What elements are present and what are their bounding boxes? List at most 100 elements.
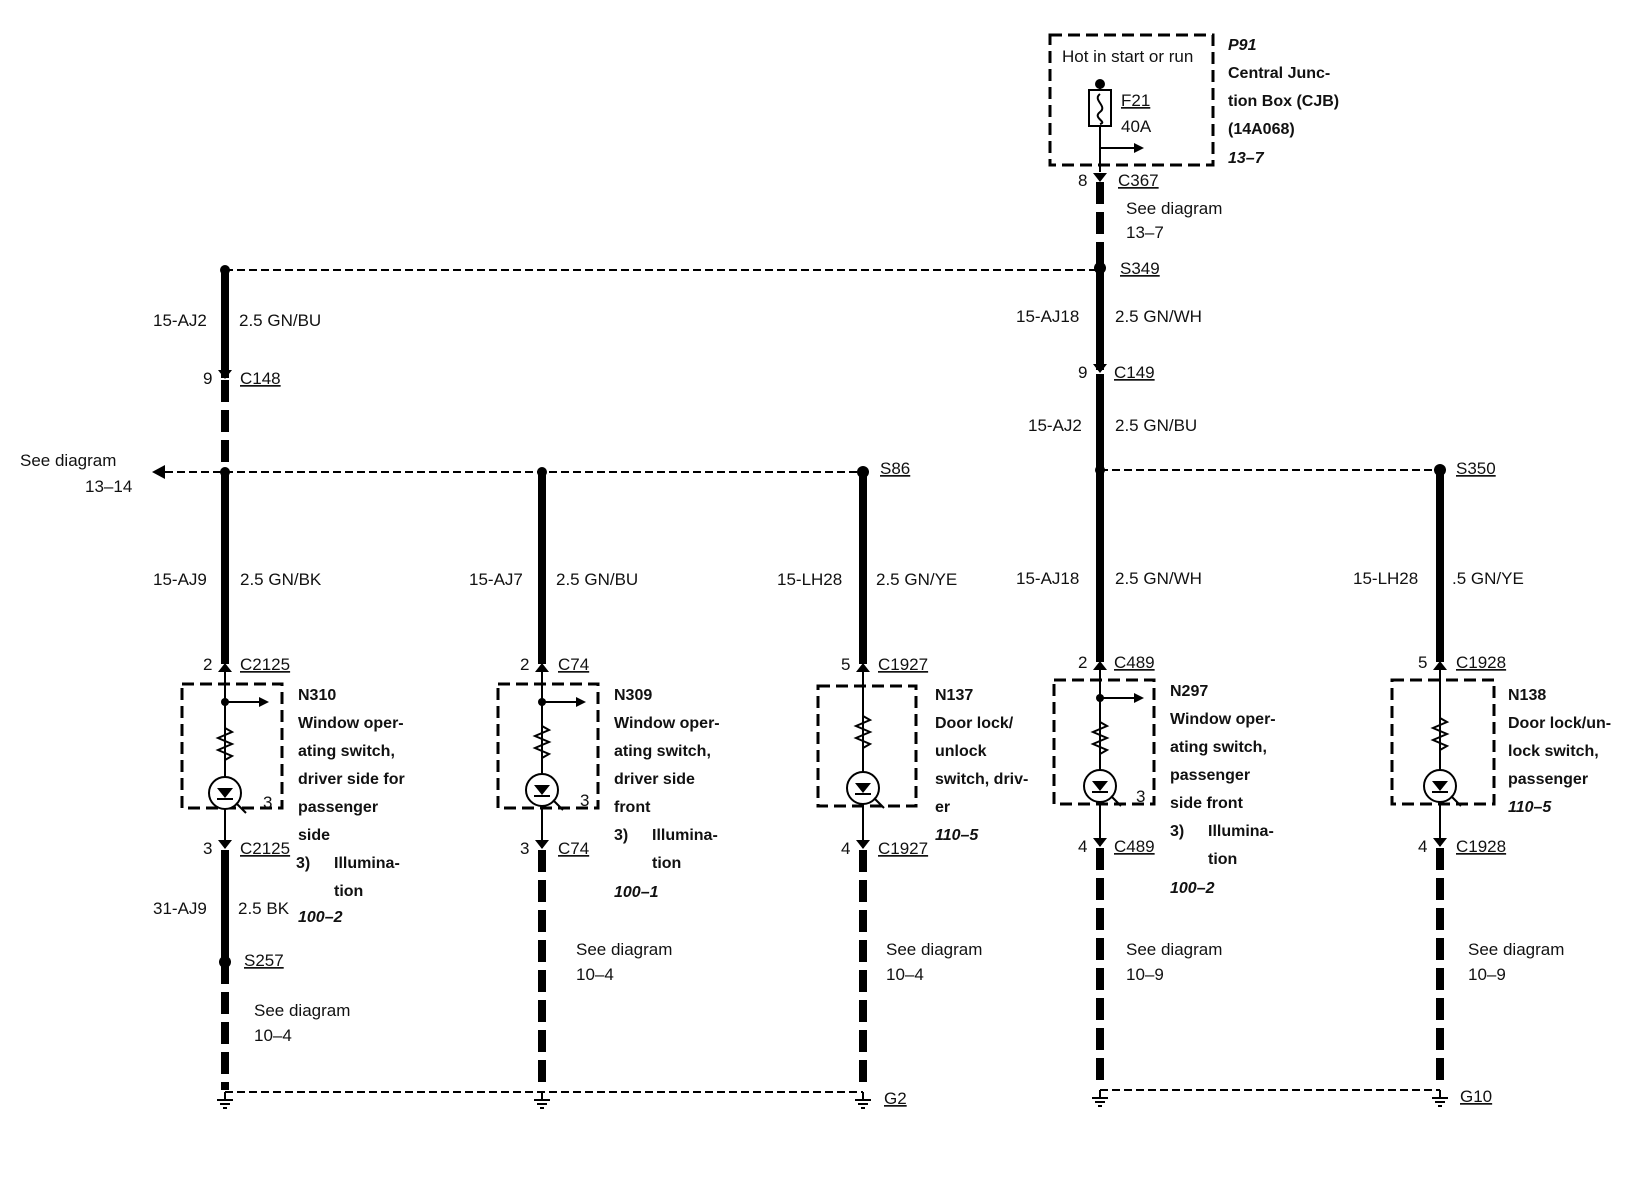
connector-c367-icon [1093, 173, 1107, 182]
connector-c149-icon [1093, 364, 1107, 373]
n310-side-pin: 3 [263, 793, 272, 812]
n297-dashed-box [1052, 678, 1156, 806]
arrow-right-icon [1134, 693, 1144, 703]
n297-see-1: See diagram [1126, 940, 1222, 959]
led-ray-icon [1450, 795, 1462, 807]
n310-see-2: 10–4 [254, 1026, 292, 1045]
n309-connector-bottom: C74 [558, 839, 589, 858]
n138-circuit: 15-LH28 [1353, 569, 1418, 588]
n138-name-2: lock switch, [1508, 743, 1599, 760]
n310-see-1: See diagram [254, 1001, 350, 1020]
n309-circuit: 15-AJ7 [469, 570, 523, 589]
n138-connector-top: C1928 [1456, 653, 1506, 672]
fuse-id: F21 [1121, 91, 1150, 110]
n137-name-1: Door lock/ [935, 715, 1014, 732]
led-ray-icon [235, 802, 247, 814]
n310-ref: 100–2 [298, 909, 343, 926]
cjb-see-line-1: See diagram [1126, 199, 1222, 218]
n309-illum-num: 3) [614, 827, 628, 844]
n309-name-3: driver side [614, 771, 695, 788]
resistor-icon [853, 715, 873, 749]
led-triangle-icon [1432, 781, 1448, 791]
ground-icon [1432, 1090, 1448, 1107]
arrow-right-icon [259, 697, 269, 707]
led-ray-icon [1110, 795, 1122, 807]
n310-name-1: Window oper- [298, 715, 404, 732]
n310-name-4: passenger [298, 799, 378, 816]
connector-c74-top-icon [535, 663, 549, 672]
see-left-line-2: 13–14 [85, 477, 132, 496]
wire-main-right-spec: 2.5 GN/WH [1115, 307, 1202, 326]
connector-c1927-top-icon [856, 663, 870, 672]
connector-c2125-top-icon [218, 663, 232, 672]
n138-ref: 110–5 [1508, 799, 1552, 816]
cjb-see-line-2: 13–7 [1126, 223, 1164, 242]
n297-name-1: Window oper- [1170, 711, 1276, 728]
n137-see-1: See diagram [886, 940, 982, 959]
resistor-icon [215, 727, 235, 761]
central-junction-box: Hot in start or run F21 40A P91 Central … [1048, 33, 1339, 172]
fuse-rating: 40A [1121, 117, 1152, 136]
cjb-dashed-box [1048, 33, 1215, 167]
n297-name-3: passenger [1170, 767, 1250, 784]
connector-c148: C148 [240, 369, 281, 388]
n310-name-5: side [298, 827, 330, 844]
n309-name-4: front [614, 799, 651, 816]
n297-pin-top: 2 [1078, 653, 1087, 672]
arrow-right-icon [1134, 143, 1144, 153]
n137-circuit: 15-LH28 [777, 570, 842, 589]
n137-connector-top: C1927 [878, 655, 928, 674]
n138-dashed-box [1390, 678, 1496, 806]
connector-c1928-bottom-icon [1433, 838, 1447, 847]
connector-c74-bottom-icon [535, 840, 549, 849]
splice-s257: S257 [244, 951, 284, 970]
ground-g2: G2 [217, 1089, 907, 1109]
component-n309: 15-AJ7 2.5 GN/BU 2 C74 3 N309 Window ope… [469, 472, 720, 1090]
ground-wire-circuit: 31-AJ9 [153, 899, 207, 918]
n137-id: N137 [935, 687, 973, 704]
n310-connector-bottom: C2125 [240, 839, 290, 858]
wire-main-left-circuit: 15-AJ2 [153, 311, 207, 330]
ground-g2-label: G2 [884, 1089, 907, 1108]
fuse-icon [1088, 89, 1112, 127]
n137-connector-bottom: C1927 [878, 839, 928, 858]
n309-name-1: Window oper- [614, 715, 720, 732]
led-ray-icon [552, 799, 564, 811]
splice-s86: S86 [880, 459, 910, 478]
cjb-name-line-2: tion Box (CJB) [1228, 93, 1339, 110]
ground-icon [855, 1092, 871, 1109]
component-n297: 15-AJ18 2.5 GN/WH 2 C489 3 N297 Window o… [1016, 470, 1276, 1088]
arrow-left-icon [152, 465, 165, 479]
wire-main-right-lower-spec: 2.5 GN/BU [1115, 416, 1197, 435]
n310-illum-1: Illumina- [334, 855, 400, 872]
wire-main-right-pin: 9 [1078, 363, 1087, 382]
n138-see-2: 10–9 [1468, 965, 1506, 984]
connector-c489-top-icon [1093, 661, 1107, 670]
n310-illum-2: tion [334, 883, 363, 900]
n137-ref: 110–5 [935, 827, 979, 844]
ground-icon [534, 1092, 550, 1109]
n297-pin-bottom: 4 [1078, 837, 1087, 856]
n137-name-3: switch, driv- [935, 771, 1028, 788]
ground-wire-spec: 2.5 BK [238, 899, 290, 918]
n138-see-1: See diagram [1468, 940, 1564, 959]
n310-spec: 2.5 GN/BK [240, 570, 322, 589]
connector-c1927-bottom-icon [856, 840, 870, 849]
n297-id: N297 [1170, 683, 1208, 700]
n138-connector-bottom: C1928 [1456, 837, 1506, 856]
fuse-element-icon [1096, 93, 1104, 125]
n310-name-3: driver side for [298, 771, 405, 788]
n137-name-2: unlock [935, 743, 987, 760]
n310-name-2: ating switch, [298, 743, 395, 760]
n297-illum-2: tion [1208, 851, 1237, 868]
n137-see-2: 10–4 [886, 965, 924, 984]
n309-illum-1: Illumina- [652, 827, 718, 844]
component-n138: 15-LH28 .5 GN/YE 5 C1928 N138 Door lock/… [1353, 470, 1611, 1088]
led-ray-icon [873, 797, 885, 809]
led-triangle-icon [534, 785, 550, 795]
connector-c1928-top-icon [1433, 661, 1447, 670]
wire-main-left-spec: 2.5 GN/BU [239, 311, 321, 330]
ground-icon [1092, 1090, 1108, 1107]
connector-c367: C367 [1118, 171, 1159, 190]
connector-c2125-bottom-icon [218, 840, 232, 849]
